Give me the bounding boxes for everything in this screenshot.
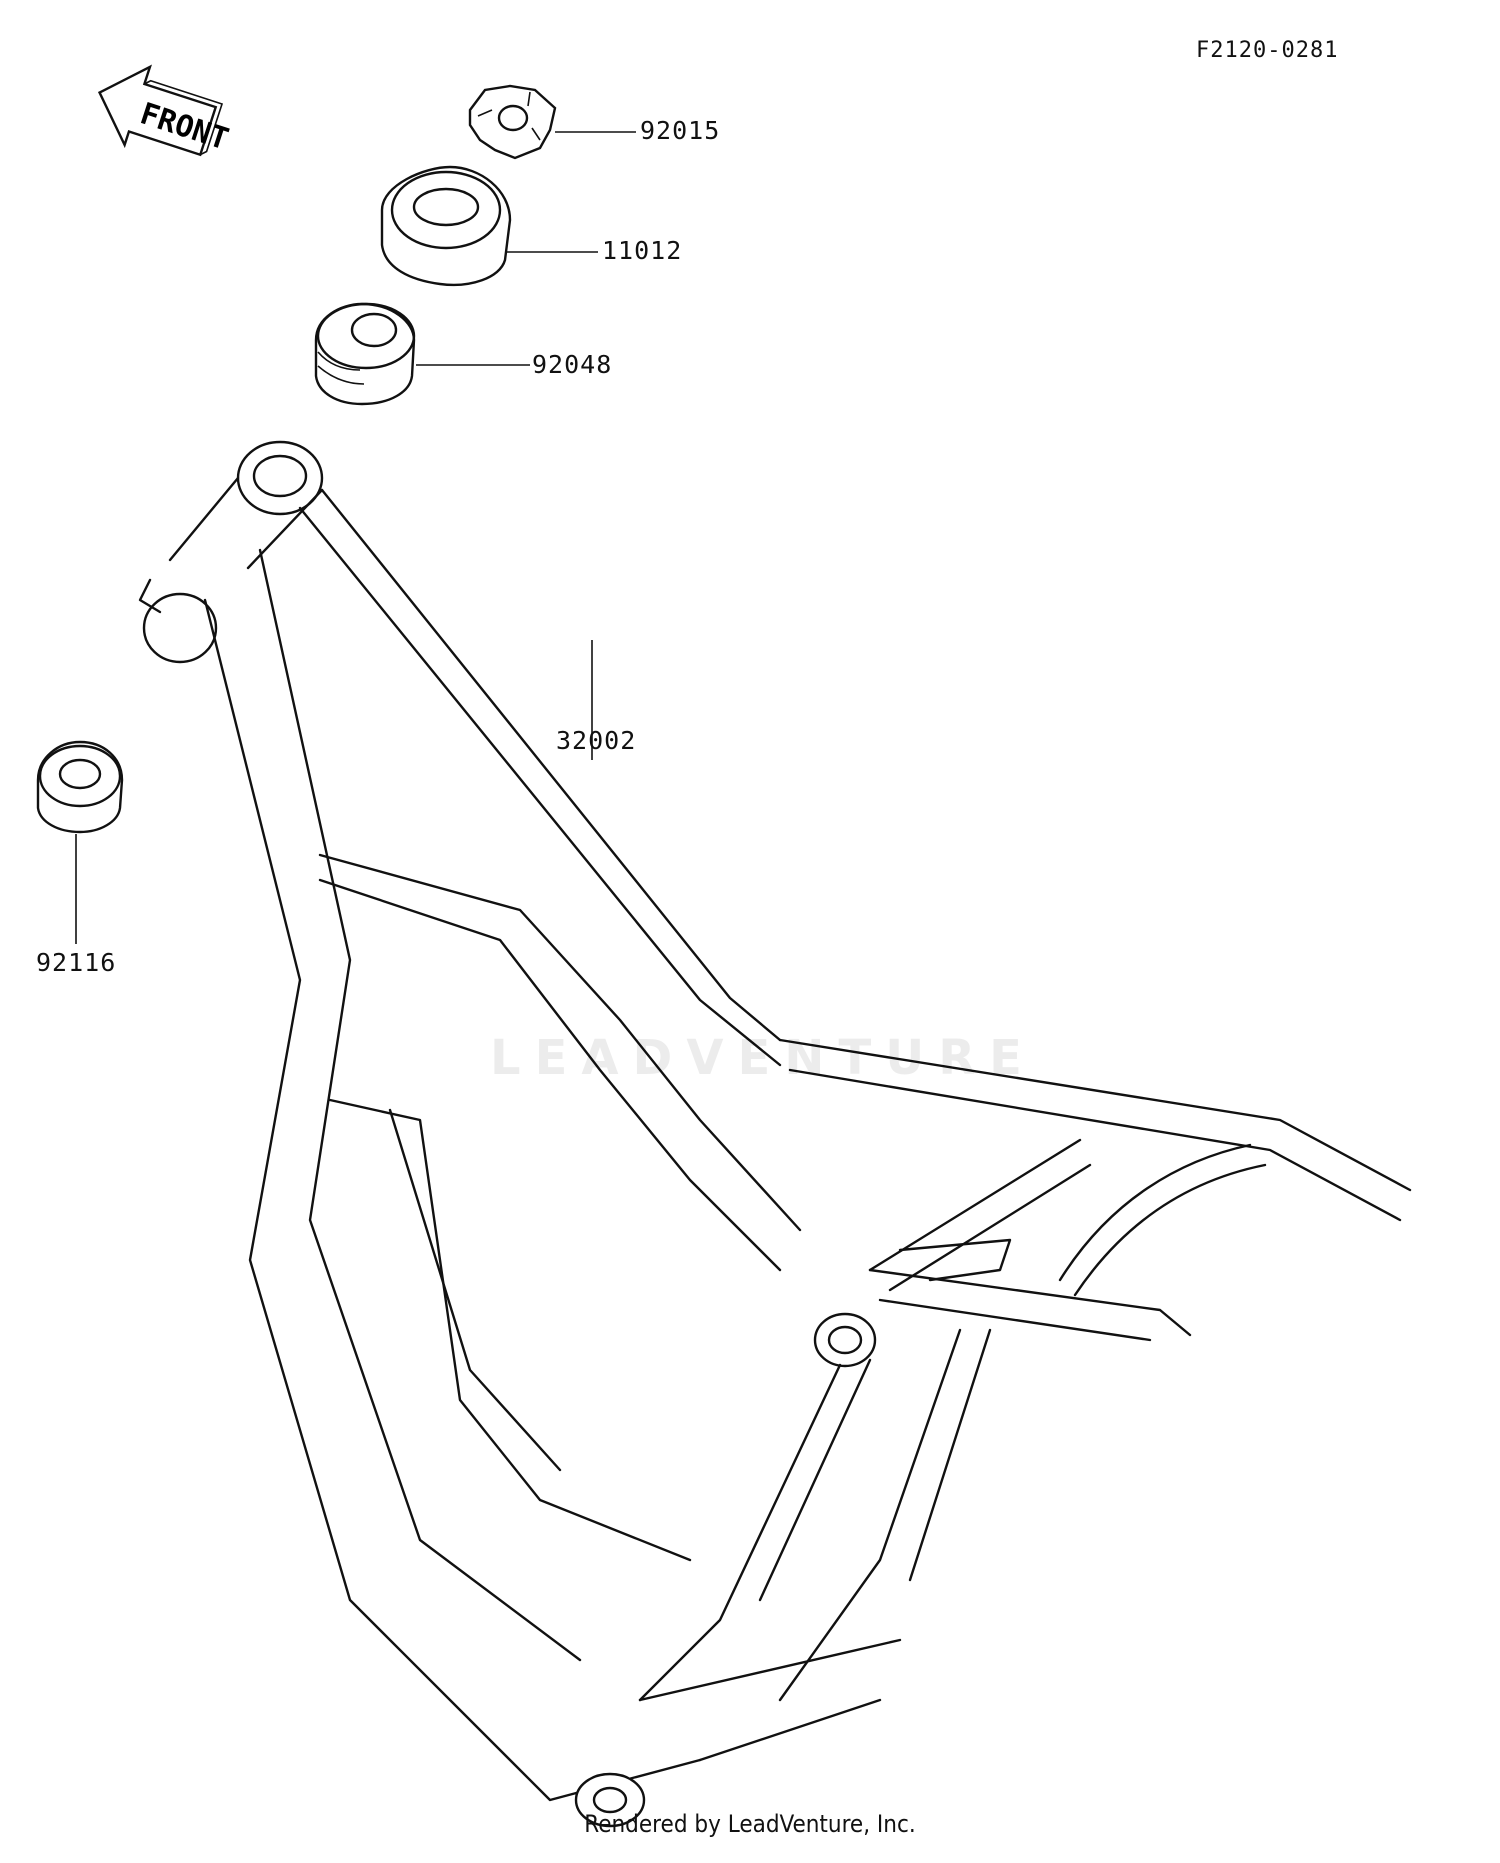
front-arrow-icon: FRONT [97,64,233,158]
part-92015-drawing [468,84,636,160]
part-92116-label: 92116 [36,948,117,977]
part-32002-label: 32002 [556,726,637,755]
part-92048-label: 92048 [532,350,613,379]
part-92116-drawing [36,740,124,944]
part-11012-label: 11012 [602,236,683,265]
diagram-code: F2120-0281 [1196,38,1339,63]
footer-credit: Rendered by LeadVenture, Inc. [584,1810,916,1838]
part-32002-frame-drawing [138,440,1412,1828]
watermark: LEADVENTURE [490,1030,1036,1086]
part-11012-drawing [380,165,598,287]
part-92048-drawing [314,302,530,406]
part-92015-label: 92015 [640,116,721,145]
